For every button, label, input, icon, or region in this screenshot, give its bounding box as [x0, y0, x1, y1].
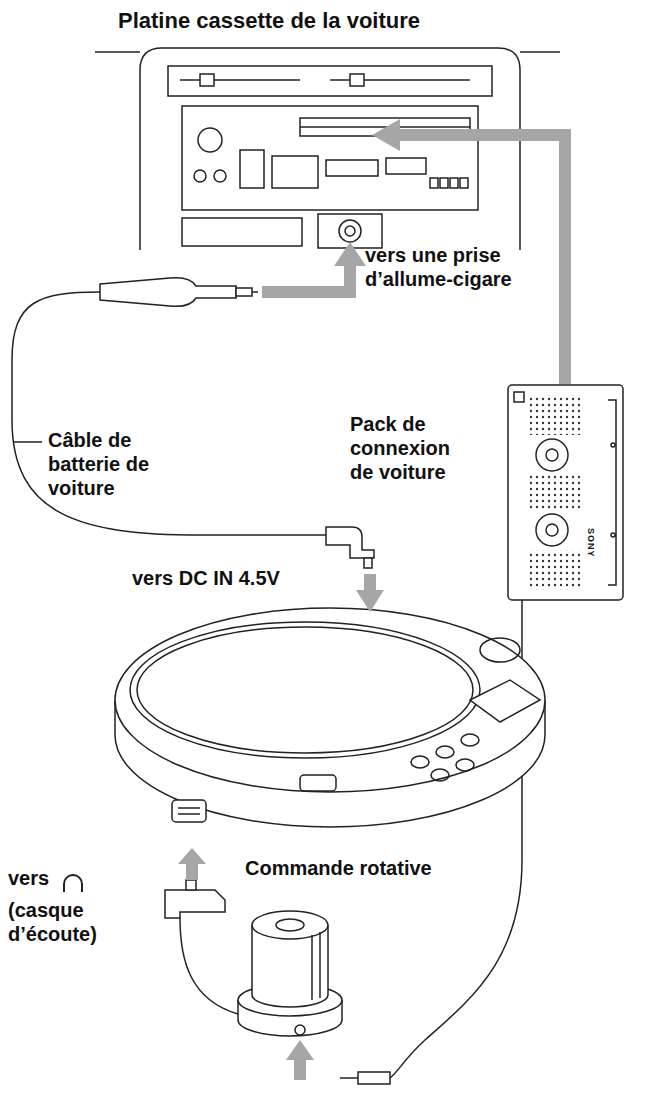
- headphone-label: (casque d’écoute): [8, 898, 140, 946]
- rotary-label: Commande rotative: [245, 856, 432, 880]
- cable-label: Câble de batterie de voiture: [48, 428, 198, 500]
- rotary-commander: [165, 880, 342, 1036]
- car-battery-cable: [12, 278, 374, 568]
- direction-arrows: [178, 119, 565, 1080]
- headphone-label: vers: [8, 866, 49, 890]
- cd-player: [115, 608, 545, 827]
- brand-mark: SONY: [585, 528, 596, 558]
- pack-label: Pack de connexion de voiture: [350, 412, 475, 484]
- dc-in-label: vers DC IN 4.5V: [132, 566, 280, 590]
- socket-label: vers une prise d’allume-cigare: [365, 243, 530, 291]
- deck-label: Platine cassette de la voiture: [118, 8, 420, 34]
- car-cassette-deck: [95, 48, 560, 250]
- headphone-symbol: [64, 875, 82, 892]
